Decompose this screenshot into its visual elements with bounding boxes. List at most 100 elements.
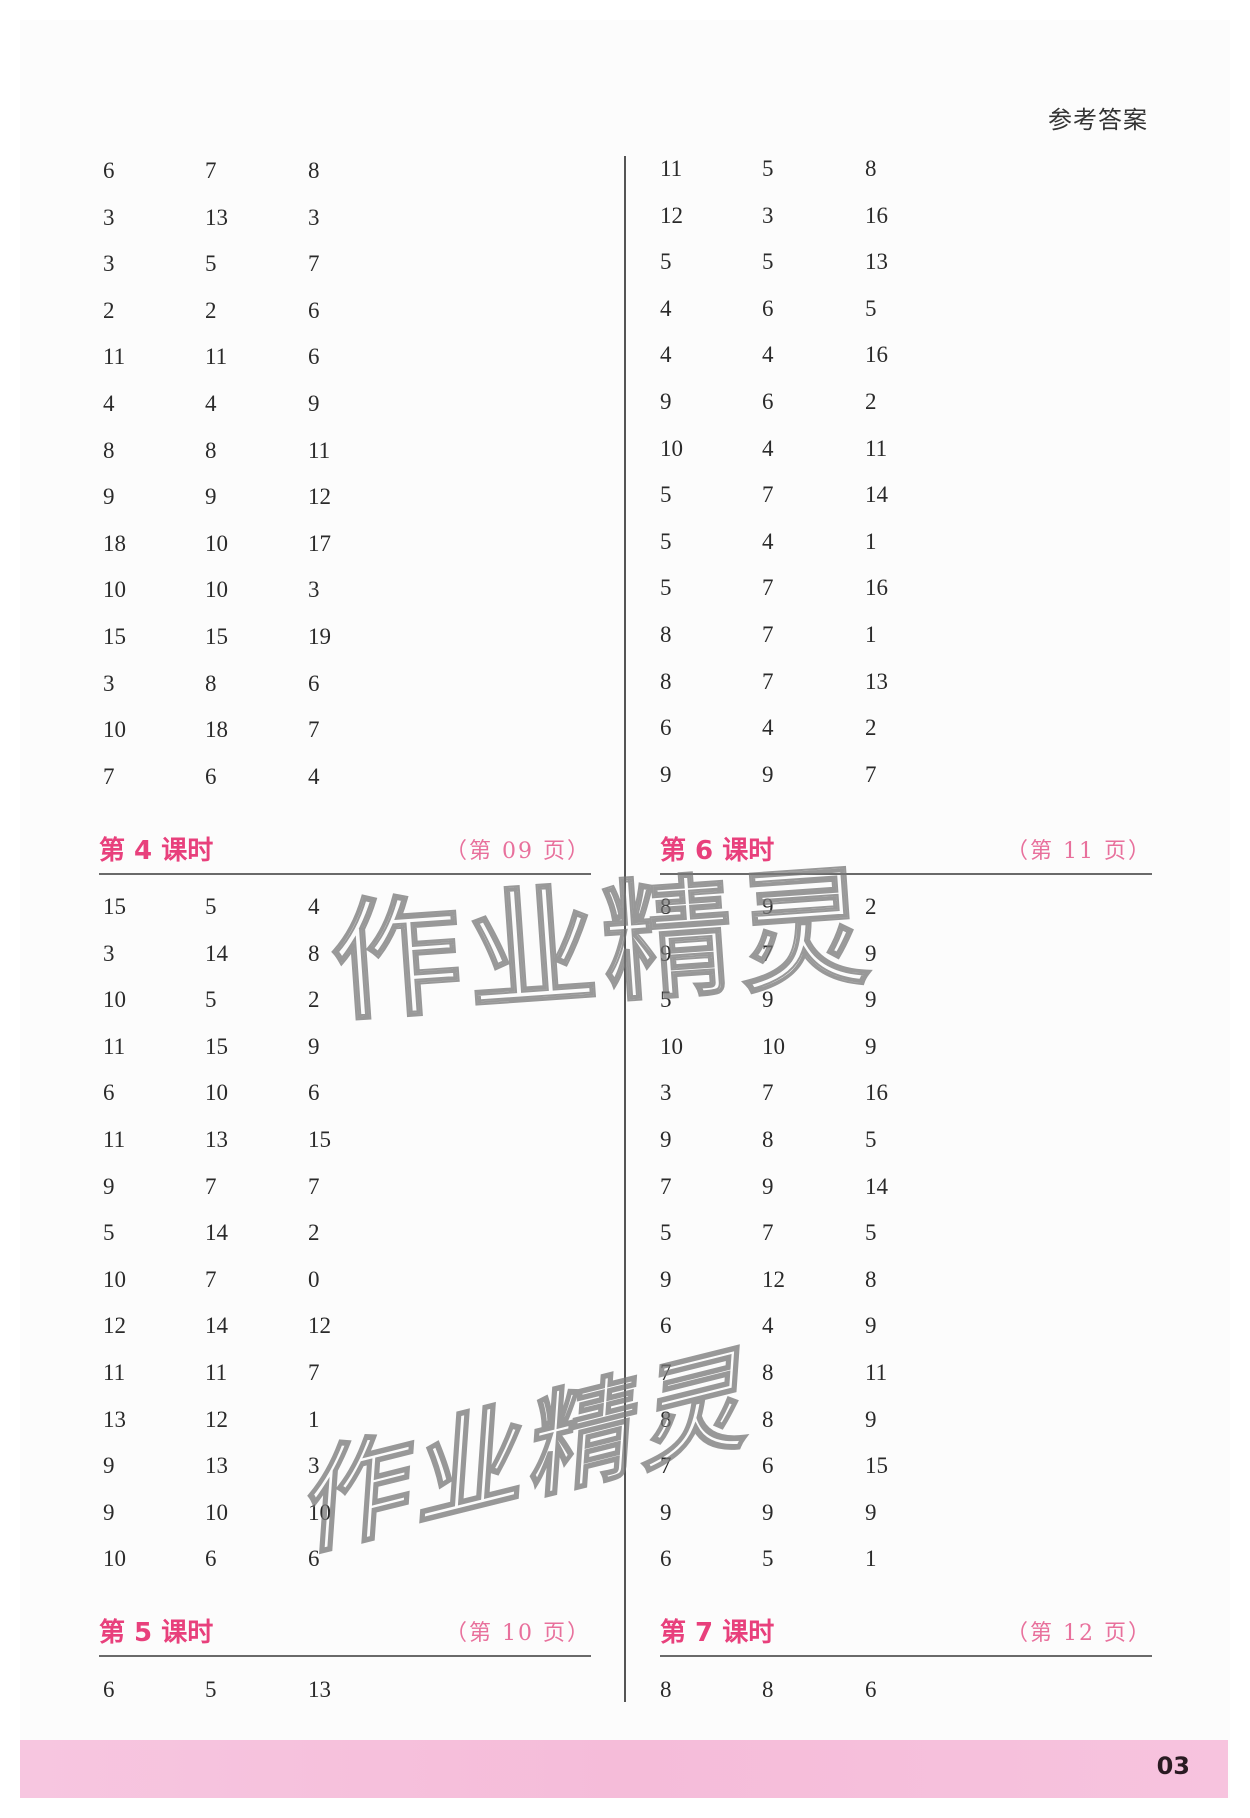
answer-value: 9 bbox=[308, 391, 320, 416]
answer-value: 5 bbox=[205, 1677, 217, 1702]
answer-value: 8 bbox=[762, 1127, 774, 1152]
answer-value: 1 bbox=[865, 622, 877, 647]
answer-value: 7 bbox=[205, 158, 217, 183]
answer-value: 14 bbox=[865, 482, 888, 508]
answer-value: 7 bbox=[660, 1360, 672, 1385]
answer-value: 14 bbox=[205, 940, 228, 966]
answer-value: 10 bbox=[762, 1033, 785, 1059]
answer-value: 5 bbox=[660, 482, 672, 508]
answer-value: 1 bbox=[308, 1406, 320, 1432]
answer-value: 10 bbox=[205, 1080, 228, 1106]
answer-value: 4 bbox=[762, 528, 774, 554]
section-4-rule bbox=[99, 873, 591, 875]
answer-value: 4 bbox=[660, 295, 672, 321]
answer-value: 7 bbox=[205, 1266, 217, 1292]
answer-value: 2 bbox=[205, 297, 217, 323]
section-4-title: 第 4 课时 bbox=[99, 836, 214, 866]
answer-value: 2 bbox=[865, 715, 877, 741]
answer-value: 18 bbox=[205, 717, 228, 743]
answer-value: 7 bbox=[865, 761, 877, 787]
answer-value: 6 bbox=[762, 389, 774, 414]
answer-value: 9 bbox=[865, 940, 877, 966]
answer-value: 8 bbox=[660, 1677, 672, 1702]
answer-value: 10 bbox=[103, 1266, 126, 1292]
answer-value: 5 bbox=[205, 251, 217, 277]
answer-value: 9 bbox=[865, 1499, 877, 1525]
answer-value: 16 bbox=[865, 202, 888, 228]
answer-value: 10 bbox=[660, 435, 683, 461]
answer-value: 15 bbox=[308, 1127, 331, 1152]
answer-value: 4 bbox=[103, 391, 115, 416]
answer-value: 5 bbox=[865, 1127, 877, 1152]
section-5-title: 第 5 课时 bbox=[99, 1618, 214, 1648]
answer-value: 8 bbox=[762, 1677, 774, 1702]
section-7-title: 第 7 课时 bbox=[660, 1618, 775, 1648]
section-5-page-ref: （第 10 页） bbox=[445, 1621, 591, 1646]
answer-value: 6 bbox=[308, 670, 320, 696]
section-5-header: 第 5 课时 （第 10 页） bbox=[99, 1615, 591, 1657]
answer-value: 1 bbox=[865, 1546, 877, 1572]
answer-value: 7 bbox=[762, 575, 774, 601]
answer-value: 8 bbox=[762, 1360, 774, 1385]
answer-value: 16 bbox=[865, 342, 888, 368]
answer-value: 4 bbox=[308, 894, 320, 919]
answer-value: 4 bbox=[308, 763, 320, 789]
section-4-page-ref: （第 09 页） bbox=[445, 839, 591, 864]
answer-value: 5 bbox=[660, 987, 672, 1013]
section-6-header: 第 6 课时 （第 11 页） bbox=[660, 833, 1152, 875]
answer-value: 12 bbox=[308, 484, 331, 510]
answer-value: 8 bbox=[865, 1266, 877, 1292]
answer-value: 9 bbox=[865, 1313, 877, 1339]
answer-value: 6 bbox=[308, 1080, 320, 1106]
answer-value: 5 bbox=[660, 575, 672, 601]
answer-value: 9 bbox=[660, 389, 672, 414]
answer-value: 11 bbox=[103, 1127, 126, 1152]
answer-value: 9 bbox=[308, 1033, 320, 1059]
answer-value: 3 bbox=[103, 204, 115, 230]
answer-value: 10 bbox=[205, 530, 228, 556]
answer-value: 9 bbox=[205, 484, 217, 510]
answer-value: 6 bbox=[205, 1546, 217, 1572]
answer-value: 9 bbox=[762, 1173, 774, 1199]
answer-value: 18 bbox=[103, 530, 126, 556]
answer-value: 12 bbox=[103, 1313, 126, 1339]
answer-value: 8 bbox=[205, 437, 217, 463]
answer-value: 8 bbox=[205, 670, 217, 696]
answer-value: 6 bbox=[205, 763, 217, 789]
answer-value: 9 bbox=[660, 1499, 672, 1525]
answer-value: 5 bbox=[660, 249, 672, 275]
answer-value: 10 bbox=[308, 1499, 331, 1525]
answer-value: 5 bbox=[865, 1220, 877, 1246]
answer-value: 6 bbox=[103, 1080, 115, 1106]
answer-value: 11 bbox=[103, 1360, 126, 1385]
answer-value: 8 bbox=[660, 1406, 672, 1432]
answer-value: 6 bbox=[660, 1546, 672, 1572]
answer-value: 8 bbox=[103, 437, 115, 463]
answer-value: 6 bbox=[308, 344, 320, 370]
answer-value: 3 bbox=[103, 251, 115, 277]
answer-value: 8 bbox=[660, 894, 672, 919]
answer-value: 11 bbox=[205, 1360, 228, 1385]
answer-value: 11 bbox=[865, 435, 888, 461]
answer-value: 3 bbox=[660, 1080, 672, 1106]
section-4-header: 第 4 课时 （第 09 页） bbox=[99, 833, 591, 875]
answer-value: 17 bbox=[308, 530, 331, 556]
